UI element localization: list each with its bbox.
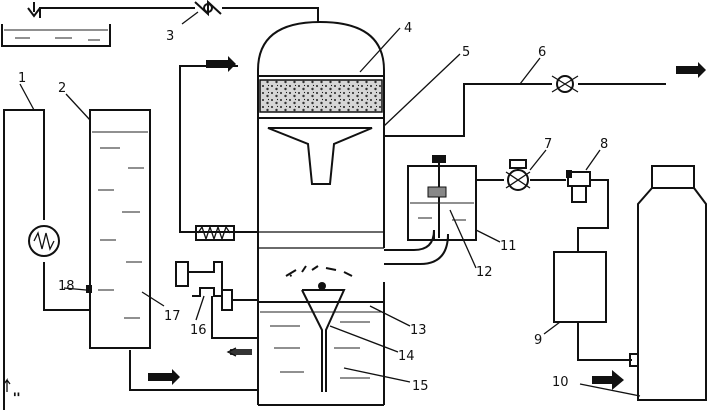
pipe-6: [384, 83, 552, 137]
label-7: 7: [544, 137, 552, 152]
leader-lines: [19, 11, 641, 397]
svg-text:▮▮: ▮▮: [13, 391, 20, 398]
label-4: 4: [404, 21, 412, 36]
valve-3[interactable]: [194, 0, 222, 17]
valve-7[interactable]: [505, 159, 531, 191]
gas-arrow-icon: [206, 56, 236, 72]
unit-9-outlet: [577, 322, 632, 361]
sprayer-head: [318, 282, 326, 290]
label-10: 10: [552, 375, 569, 390]
feed-tank: [1, 2, 111, 47]
vent-arrow-icon: [3, 378, 11, 392]
label-18: 18: [58, 279, 75, 294]
label-14: 14: [398, 349, 415, 364]
label-1: 1: [18, 71, 26, 86]
feed-pipe: [39, 7, 195, 18]
number-labels: 1 2 3 4 5 6 7 8 9 10 11 12 13 14 15 16 1…: [18, 21, 608, 394]
pump-16[interactable]: [175, 261, 258, 311]
sensor-18: [86, 285, 92, 293]
outlet-arrow-icon: [148, 369, 180, 385]
filter-8[interactable]: [566, 170, 591, 203]
exhaust-arrow-icon: [676, 62, 706, 78]
storage-tank-17: [89, 109, 151, 349]
absorber-column: •: [257, 20, 385, 406]
label-2: 2: [58, 81, 66, 96]
distribution-funnel: [267, 127, 373, 185]
label-6: 6: [538, 45, 546, 60]
filter-pipe: [577, 179, 609, 252]
label-9: 9: [534, 333, 542, 348]
heater-coil: [195, 224, 235, 242]
label-12: 12: [476, 265, 493, 280]
spray-nozzles: [285, 265, 353, 277]
separator-vessel: [407, 155, 477, 241]
line-1: [3, 109, 45, 410]
coil-heater: [28, 225, 60, 257]
chimney-inlet-arrow-icon: [592, 370, 624, 390]
feed-pipe-column: [222, 7, 319, 22]
label-11: 11: [500, 239, 517, 254]
label-13: 13: [410, 323, 427, 338]
svg-text:•: •: [289, 273, 293, 280]
label-8: 8: [600, 137, 608, 152]
inflow-arrow-icon: [27, 2, 41, 18]
line-18: [43, 262, 90, 311]
label-17: 17: [164, 309, 181, 324]
unit-9: [553, 251, 607, 323]
label-3: 3: [166, 29, 174, 44]
label-15: 15: [412, 379, 429, 394]
column-separator-pipe: [384, 229, 435, 251]
sump-outlet-pipe: [129, 350, 258, 391]
inner-cone: [301, 289, 346, 392]
label-16: 16: [190, 323, 207, 338]
valve-6[interactable]: [551, 75, 579, 93]
label-5: 5: [462, 45, 470, 60]
packing-bed: [259, 79, 383, 113]
pump-return-pipe: [211, 296, 258, 339]
gas-inlet-pipe: [179, 65, 258, 233]
chimney-10: [637, 165, 707, 401]
